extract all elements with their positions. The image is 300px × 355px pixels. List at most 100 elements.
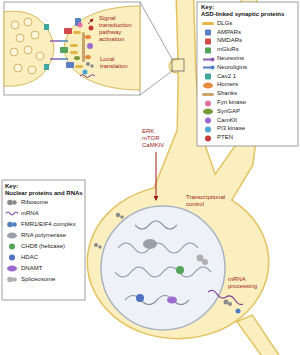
legend-icon <box>201 56 215 63</box>
legend-text: NMDARs <box>201 37 296 44</box>
icon-subunit <box>12 223 17 228</box>
icon-bar <box>202 22 214 25</box>
icon-circle <box>9 255 15 261</box>
nucleus <box>101 206 225 330</box>
legend-text: Ribosome <box>5 199 84 206</box>
key-box <box>2 180 85 300</box>
chromatin <box>115 267 211 277</box>
legend-row: CHD8 (helicase) <box>5 243 84 250</box>
process-label: Signal transduction pathway activation <box>99 15 139 43</box>
signal-arrow <box>156 152 157 200</box>
process-label: Transcriptional control <box>186 194 228 208</box>
icon-head <box>211 57 215 61</box>
fyn-kinase <box>78 23 83 28</box>
legend-icon <box>201 47 215 54</box>
key-heading: Key: <box>201 4 293 11</box>
legend-text: Homers <box>201 81 296 88</box>
icon-oval <box>203 109 213 115</box>
legend-icon <box>201 117 215 124</box>
key-box <box>197 2 298 146</box>
legend-text: DNAMT <box>5 265 84 272</box>
process-label: mRNA processing <box>228 276 262 290</box>
legend-icon <box>5 221 19 228</box>
legend-row: mGluRs <box>201 46 296 53</box>
icon-circle <box>205 118 211 124</box>
cav21-channel <box>44 24 49 30</box>
legend-row: AMPARs <box>201 29 296 36</box>
chromatin <box>118 243 198 253</box>
ribosome <box>224 300 229 305</box>
legend-text: HDAC <box>5 254 84 261</box>
icon-bar <box>202 93 214 96</box>
legend-row: SynGAP <box>201 108 296 115</box>
chd8-helicase <box>176 266 184 274</box>
icon-receptor <box>205 47 211 53</box>
icon-oval <box>7 233 17 239</box>
vesicle <box>28 66 36 74</box>
legend-text: PTEN <box>201 134 296 141</box>
zoom-line <box>140 2 172 59</box>
legend-row: Cav2.1 <box>201 73 296 80</box>
legend-text: Fyn kinase <box>201 99 296 106</box>
process-label: Local translation <box>100 56 138 70</box>
ribosome <box>116 213 120 217</box>
icon-subunit <box>7 277 13 283</box>
legend-icon <box>201 82 215 89</box>
legend-row: FMR1/EIF4 complex <box>5 221 84 228</box>
legend-text: CHD8 (helicase) <box>5 243 84 250</box>
legend-row: mRNA <box>5 210 84 217</box>
legend-text: mRNA <box>5 210 84 217</box>
ribosome <box>90 64 93 67</box>
nmda-receptor <box>64 28 72 34</box>
legend-icon <box>201 126 215 133</box>
mrna-strand <box>208 290 243 304</box>
neuroligin <box>59 58 68 60</box>
legend-icon <box>201 73 215 80</box>
ampa-receptor <box>66 62 74 68</box>
key-heading: ASD-linked synaptic proteins <box>201 11 296 18</box>
icon-wave <box>6 212 18 215</box>
legend-text: mGluRs <box>201 46 296 53</box>
legend-text: Shanks <box>201 90 296 97</box>
legend-icon <box>5 254 19 261</box>
key-heading: Nuclear proteins and RNAs <box>5 190 83 197</box>
shank-scaffold <box>82 32 85 62</box>
key-heading: Key: <box>5 183 83 190</box>
legend-row: NMDARs <box>201 37 296 44</box>
syngap <box>74 56 80 60</box>
ribosome <box>94 243 98 247</box>
legend-icon <box>5 232 19 239</box>
legend-row: PI3 kinase <box>201 125 296 132</box>
vesicle <box>11 21 19 29</box>
legend-text: PI3 kinase <box>201 125 296 132</box>
legend-row: Ribosome <box>5 199 84 206</box>
homer <box>85 55 91 59</box>
icon-receptor <box>205 30 211 36</box>
fmr1-complex <box>236 309 241 314</box>
legend-icon <box>201 108 215 115</box>
legend-icon <box>5 276 19 283</box>
legend-text: Neuroligins <box>201 64 296 71</box>
vesicle <box>14 64 22 72</box>
icon-receptor <box>205 38 211 44</box>
icon-circle <box>205 100 211 106</box>
legend-icon <box>201 20 215 27</box>
process-label: ERK mTOR CaMKIV <box>142 128 168 149</box>
ribosome <box>120 215 124 219</box>
icon-head <box>211 66 215 70</box>
ribosome <box>98 245 101 248</box>
vesicle <box>31 31 39 39</box>
legend-row: CamKII <box>201 117 296 124</box>
dlg-scaffold <box>73 31 81 34</box>
dlg-scaffold <box>70 51 78 54</box>
neurexin <box>50 58 59 60</box>
presynaptic-terminal <box>4 11 54 86</box>
legend-row: Shanks <box>201 90 296 97</box>
icon-subunit <box>12 278 17 283</box>
neurexin <box>50 40 59 42</box>
legend-icon <box>5 199 19 206</box>
legend-text: SynGAP <box>201 108 296 115</box>
legend-text: FMR1/EIF4 complex <box>5 221 84 228</box>
hdac <box>136 294 144 302</box>
